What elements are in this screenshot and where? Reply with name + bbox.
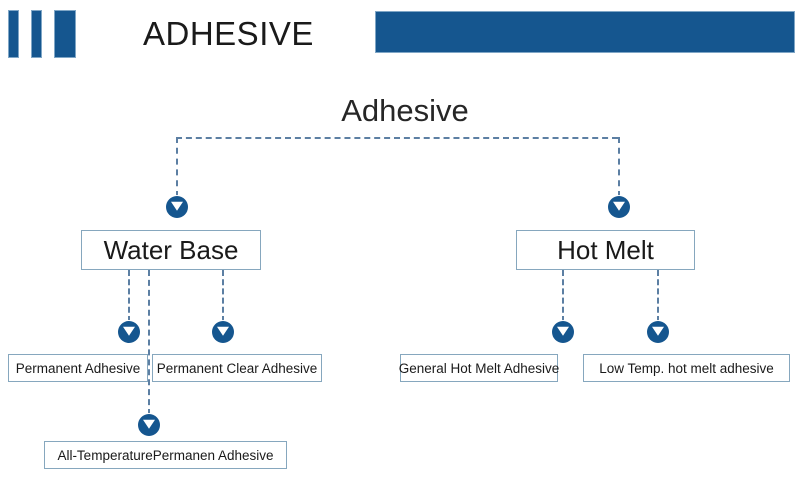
arrow-to-permanent-clear-adhesive-icon — [212, 321, 234, 343]
node-water-base[interactable]: Water Base — [81, 230, 261, 270]
header-blue-banner — [375, 11, 795, 53]
connector-root-to-hot-melt — [618, 137, 620, 197]
connector-water-base-to-all-temperature-permanen-adhesive — [148, 270, 150, 415]
arrow-to-water-base-icon — [166, 196, 188, 218]
node-general-hot-melt-adhesive[interactable]: General Hot Melt Adhesive — [399, 354, 559, 382]
node-hot-melt[interactable]: Hot Melt — [516, 230, 695, 270]
diagram-root-label: Adhesive — [341, 93, 469, 128]
node-low-temp-hot-melt-adhesive[interactable]: Low Temp. hot melt adhesive — [583, 354, 790, 382]
connector-root-horizontal — [176, 137, 618, 139]
logo-bar-narrow-1-icon — [8, 10, 19, 58]
node-permanent-clear-adhesive[interactable]: Permanent Clear Adhesive — [152, 354, 322, 382]
arrow-to-all-temperature-permanen-adhesive-icon — [138, 414, 160, 436]
arrow-to-hot-melt-icon — [608, 196, 630, 218]
arrow-to-permanent-adhesive-icon — [118, 321, 140, 343]
arrow-to-low-temp-hot-melt-adhesive-icon — [647, 321, 669, 343]
arrow-to-general-hot-melt-adhesive-icon — [552, 321, 574, 343]
page-title: ADHESIVE — [143, 15, 314, 52]
logo-bar-wide-icon — [54, 10, 76, 58]
node-all-temperature-permanen-adhesive[interactable]: All-TemperaturePermanen Adhesive — [44, 441, 287, 469]
node-permanent-adhesive[interactable]: Permanent Adhesive — [8, 354, 148, 382]
connector-water-base-to-permanent-adhesive — [128, 270, 130, 322]
connector-water-base-to-permanent-clear-adhesive — [222, 270, 224, 322]
connector-hot-melt-to-general-hot-melt-adhesive — [562, 270, 564, 322]
logo-bar-narrow-2-icon — [31, 10, 42, 58]
connector-hot-melt-to-low-temp-hot-melt-adhesive — [657, 270, 659, 322]
connector-root-to-water-base — [176, 137, 178, 197]
